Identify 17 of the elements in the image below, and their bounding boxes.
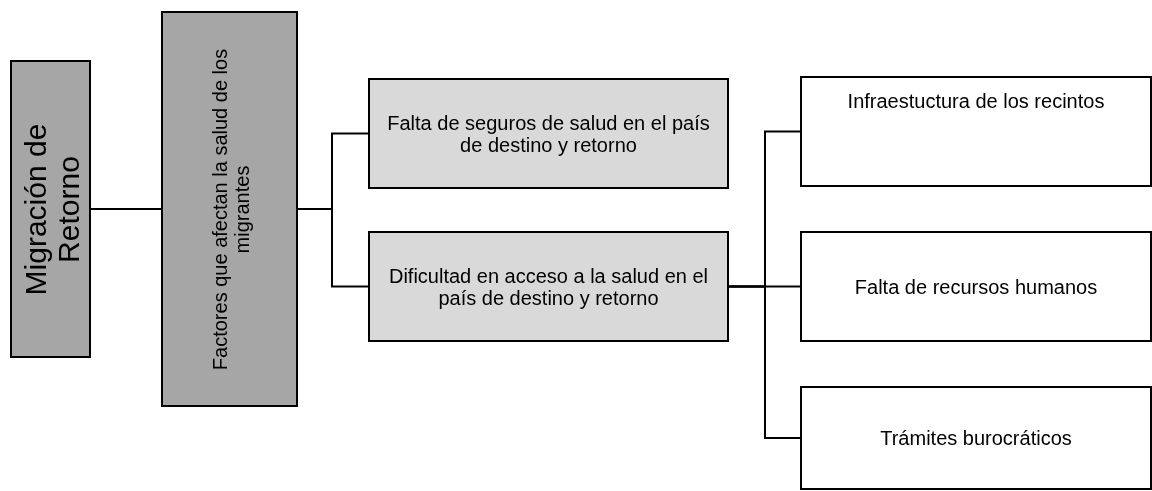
box-label: Falta de seguros de salud en el país de destino y retorno: [386, 110, 711, 158]
box-label: Migración de Retorno: [16, 122, 85, 297]
box-label: Infraestuctura de los recintos: [846, 89, 1106, 114]
text-box: [800, 76, 1152, 187]
connector-line: [90, 208, 162, 210]
text-box: [161, 11, 298, 407]
box-label: Trámites burocráticos: [879, 426, 1073, 451]
text-box: [800, 386, 1152, 490]
box-label: Falta de recursos humanos: [853, 274, 1099, 300]
box-label: Dificultad en acceso a la salud en el país de destino y retorno: [387, 263, 710, 311]
text-box: [368, 231, 729, 342]
connector-line: [297, 208, 369, 288]
text-box: [368, 78, 729, 189]
box-label: Factores que afectan la salud de los migrantes: [206, 47, 254, 372]
text-box: [10, 60, 91, 358]
connector-line: [728, 285, 801, 439]
text-box: [800, 231, 1152, 342]
